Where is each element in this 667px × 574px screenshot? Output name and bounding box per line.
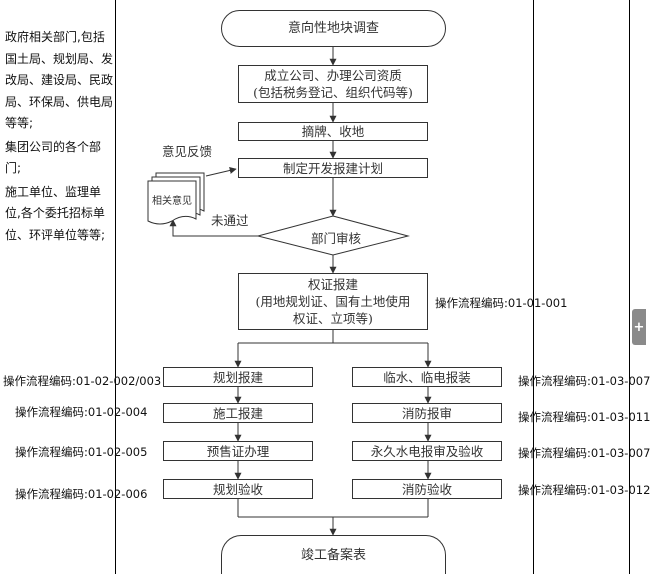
- code-left: 操作流程编码:01-02-002/003: [3, 374, 162, 388]
- code-left: 操作流程编码:01-02-006: [15, 487, 148, 501]
- step-acquire-land: 摘牌、收地: [238, 122, 428, 141]
- start-label: 意向性地块调查: [287, 21, 379, 36]
- step-establish-company: 成立公司、办理公司资质 (包括税务登记、组织代码等): [238, 65, 428, 103]
- step-permits-line1: 权证报建: [307, 277, 358, 292]
- note-line: 位、环评单位等等;: [5, 227, 106, 242]
- step-temp-utilities: 临水、临电报装: [352, 367, 502, 387]
- end-terminal: 竣工备案表: [221, 535, 446, 574]
- step-permits-line3: 权证、立项等): [293, 311, 373, 326]
- note-line: 施工单位、监理单: [5, 184, 102, 199]
- step-label: 施工报建: [212, 405, 263, 421]
- step-establish-line2: (包括税务登记、组织代码等): [253, 85, 413, 100]
- step-label: 永久水电报审及验收: [370, 443, 484, 459]
- step-permits-line2: (用地规划证、国有土地使用: [255, 294, 411, 309]
- end-label: 竣工备案表: [300, 547, 366, 563]
- code-left: 操作流程编码:01-02-004: [15, 405, 148, 419]
- far-right-divider: [629, 0, 630, 574]
- start-terminal: 意向性地块调查: [221, 10, 446, 47]
- step-plan: 制定开发报建计划: [238, 158, 428, 178]
- code-right: 操作流程编码:01-03-011: [518, 410, 651, 424]
- step-label: 规划验收: [212, 481, 263, 497]
- step-fire-acceptance: 消防验收: [352, 479, 502, 499]
- step-plan-label: 制定开发报建计划: [282, 160, 383, 176]
- note-line: 国土局、规划局、发: [5, 51, 114, 66]
- note-line: 集团公司的各个部: [5, 139, 102, 154]
- decision-label: 部门审核: [311, 231, 362, 246]
- step-acquire-label: 摘牌、收地: [301, 124, 365, 139]
- left-column-divider: [115, 0, 116, 574]
- step-presale-permit: 预售证办理: [163, 441, 313, 461]
- code-right: 操作流程编码:01-03-007: [518, 446, 651, 460]
- decision-diamond: [256, 215, 410, 256]
- note-line: 政府相关部门,包括: [5, 30, 105, 44]
- code-right: 操作流程编码:01-03-012: [518, 483, 651, 497]
- step-label: 预售证办理: [206, 443, 270, 459]
- note-line: 等等;: [5, 116, 34, 130]
- note-line: 局、环保局、供电局: [5, 94, 114, 109]
- step-construction-permit: 施工报建: [163, 403, 313, 423]
- note-line: 门;: [5, 161, 22, 175]
- expand-tab-button[interactable]: +: [632, 309, 646, 345]
- step-establish-line1: 成立公司、办理公司资质: [264, 68, 402, 83]
- left-notes: 政府相关部门,包括 国土局、规划局、发 改局、建设局、民政 局、环保局、供电局 …: [5, 27, 113, 246]
- step-permanent-utilities: 永久水电报审及验收: [352, 441, 502, 461]
- step-label: 消防验收: [401, 481, 452, 497]
- step-planning-permit: 规划报建: [163, 367, 313, 387]
- step-label: 规划报建: [212, 369, 263, 385]
- note-line: 位,各个委托招标单: [5, 206, 105, 220]
- code-right: 操作流程编码:01-03-007: [518, 374, 651, 388]
- code-left: 操作流程编码:01-02-005: [15, 445, 148, 459]
- step-label: 临水、临电报装: [383, 369, 471, 385]
- step-fire-review: 消防报审: [352, 403, 502, 423]
- rejected-label: 未通过: [211, 213, 249, 228]
- step-permits: 权证报建 (用地规划证、国有土地使用 权证、立项等): [238, 273, 428, 330]
- docs-label: 相关意见: [152, 196, 192, 207]
- step-planning-acceptance: 规划验收: [163, 479, 313, 499]
- plus-icon: +: [633, 319, 645, 335]
- feedback-label: 意见反馈: [162, 144, 213, 159]
- right-column-divider: [533, 0, 534, 574]
- note-line: 改局、建设局、民政: [5, 73, 114, 87]
- code-center: 操作流程编码:01-01-001: [435, 296, 568, 310]
- step-label: 消防报审: [401, 405, 452, 421]
- documents-icon: [147, 172, 205, 225]
